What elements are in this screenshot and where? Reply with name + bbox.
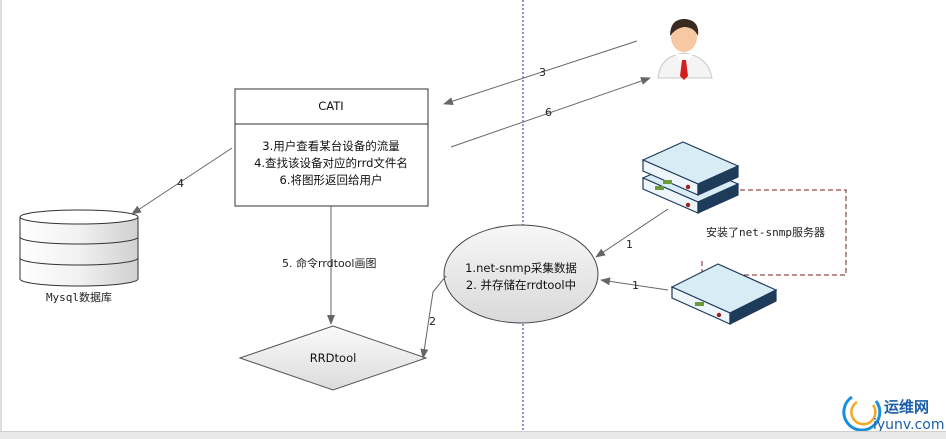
user-icon bbox=[657, 18, 713, 80]
edge-4-label: 4 bbox=[177, 177, 184, 190]
server-icon bbox=[670, 263, 778, 325]
edge-2 bbox=[420, 275, 447, 359]
cati-step-3: 3.用户查看某台设备的流量 bbox=[262, 139, 399, 153]
rrdtool-label: RRDtool bbox=[310, 351, 357, 365]
edge-1b bbox=[600, 277, 669, 291]
cati-step-4: 4.查找该设备对应的rrd文件名 bbox=[254, 156, 408, 170]
edge-5-label: 5. 命令rrdtool画图 bbox=[282, 256, 376, 270]
edge-3 bbox=[443, 40, 638, 106]
mysql-database-icon bbox=[19, 209, 139, 287]
watermark-brand: 运维网 bbox=[884, 398, 929, 416]
server-stack-icon bbox=[641, 141, 740, 214]
bottom-scrollbar[interactable] bbox=[0, 431, 946, 439]
snmp-step-1: 1.net-snmp采集数据 bbox=[465, 261, 577, 275]
edge-6-label: 6 bbox=[545, 106, 552, 119]
snmp-step-2: 2. 并存储在rrdtool中 bbox=[466, 278, 576, 292]
server-note-label: 安装了net-snmp服务器 bbox=[706, 225, 825, 239]
edge-2-label: 2 bbox=[429, 315, 436, 328]
cati-title: CATI bbox=[318, 99, 343, 113]
cati-step-6: 6.将图形返回给用户 bbox=[280, 173, 383, 187]
edge-1a bbox=[595, 208, 669, 258]
edge-3-label: 3 bbox=[539, 66, 546, 79]
edge-4 bbox=[131, 147, 233, 215]
watermark-domain: iyunv.com bbox=[873, 417, 944, 433]
mysql-label: Mysql数据库 bbox=[46, 290, 112, 304]
edge-1a-label: 1 bbox=[626, 238, 633, 251]
edge-1b-label: 1 bbox=[632, 279, 639, 292]
server-note-box: 安装了net-snmp服务器 bbox=[700, 189, 847, 276]
rrdtool-node: RRDtool bbox=[238, 325, 428, 391]
cati-node: CATI 3.用户查看某台设备的流量 4.查找该设备对应的rrd文件名 6.将图… bbox=[234, 88, 429, 207]
watermark-logo: 运维网 iyunv.com bbox=[842, 395, 944, 433]
edge-6 bbox=[450, 77, 651, 148]
net-snmp-node: 1.net-snmp采集数据 2. 并存储在rrdtool中 bbox=[443, 224, 599, 324]
